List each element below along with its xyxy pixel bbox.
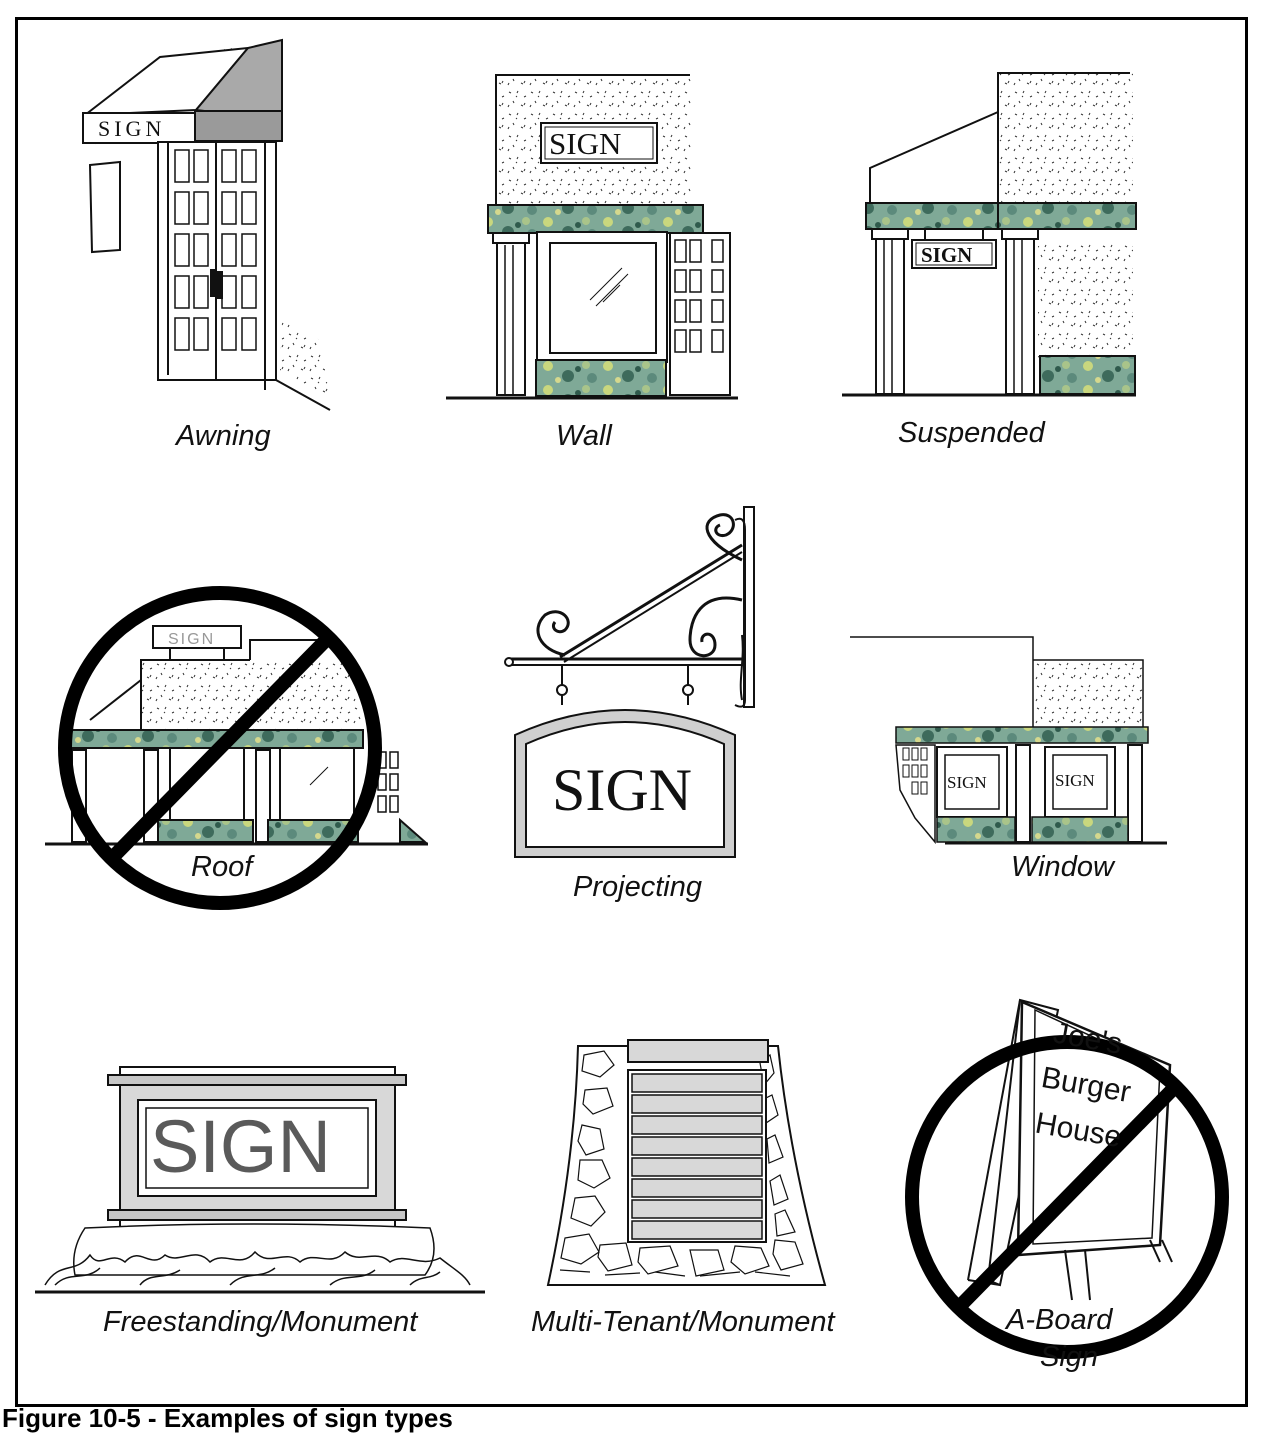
suspended-sign-icon — [842, 72, 1137, 397]
roof-sign-text: SIGN — [168, 631, 215, 648]
wall-sign-icon — [446, 74, 738, 400]
wall-sign-text: SIGN — [549, 126, 621, 161]
roof-label: Roof — [191, 851, 253, 883]
suspended-sign-text: SIGN — [921, 243, 972, 267]
figure-frame — [15, 17, 1248, 1407]
projecting-sign-icon — [504, 506, 755, 858]
window-label: Window — [1011, 851, 1114, 883]
awning-sign-text: SIGN — [98, 116, 165, 141]
prohibited-icon — [58, 586, 382, 910]
wall-label: Wall — [556, 420, 612, 452]
projecting-label: Projecting — [573, 871, 702, 903]
suspended-label: Suspended — [898, 417, 1045, 449]
monument-sign-text: SIGN — [150, 1105, 331, 1188]
roof-sign-icon — [45, 586, 428, 910]
multi-tenant-sign-icon — [546, 1039, 827, 1286]
monument-sign-icon — [35, 1066, 485, 1294]
multi-tenant-label: Multi-Tenant/Monument — [531, 1306, 835, 1338]
projecting-sign-text: SIGN — [552, 757, 692, 823]
freestanding-label: Freestanding/Monument — [103, 1306, 418, 1338]
a-board-label-line-2: Sign — [1040, 1341, 1099, 1373]
a-board-label-line-1: A-Board — [1006, 1304, 1113, 1336]
window-sign-text-2: SIGN — [1055, 771, 1095, 790]
prohibited-icon — [905, 1035, 1229, 1359]
window-sign-icon — [850, 636, 1167, 845]
window-sign-text-1: SIGN — [947, 773, 987, 792]
figure-caption: Figure 10-5 - Examples of sign types — [2, 1403, 453, 1433]
awning-label: Awning — [176, 420, 271, 452]
awning-sign-icon — [81, 38, 331, 411]
a-board-sign-icon — [905, 998, 1229, 1359]
